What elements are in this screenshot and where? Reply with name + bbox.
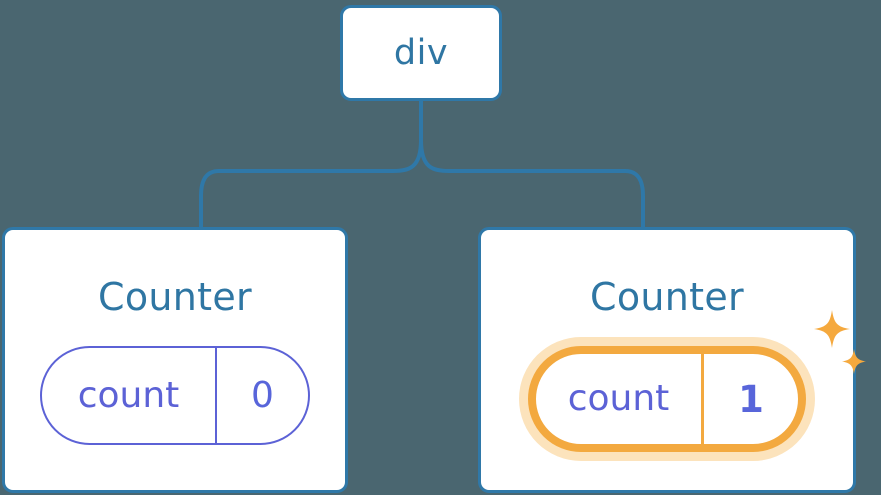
node-counter-left-title: Counter [98,275,252,319]
state-pill-wrapper-right: count 1 [528,310,866,452]
state-pill-right-value: 1 [738,377,764,421]
node-counter-right-title: Counter [590,275,744,319]
node-div-label: div [393,32,449,73]
node-div[interactable]: div [340,5,502,101]
state-pill-right-value-cell: 1 [704,354,798,444]
node-counter-right[interactable]: Counter count 1 [478,227,866,493]
connector-branch-right [419,138,645,230]
state-pill-left-key-cell: count [42,348,217,443]
state-pill-right[interactable]: count 1 [528,346,806,452]
state-pill-left-value-cell: 0 [217,348,308,443]
state-pill-right-key: count [567,378,670,419]
sparkle-large-icon [814,310,850,348]
state-pill-left-value: 0 [251,374,274,416]
state-pill-right-key-cell: count [536,354,704,444]
state-pill-left[interactable]: count 0 [40,346,310,445]
state-pill-left-key: count [77,374,180,416]
node-counter-left[interactable]: Counter count 0 [2,227,348,493]
state-pill-wrapper-left: count 0 [40,346,310,445]
connector-branch-left [199,138,423,230]
